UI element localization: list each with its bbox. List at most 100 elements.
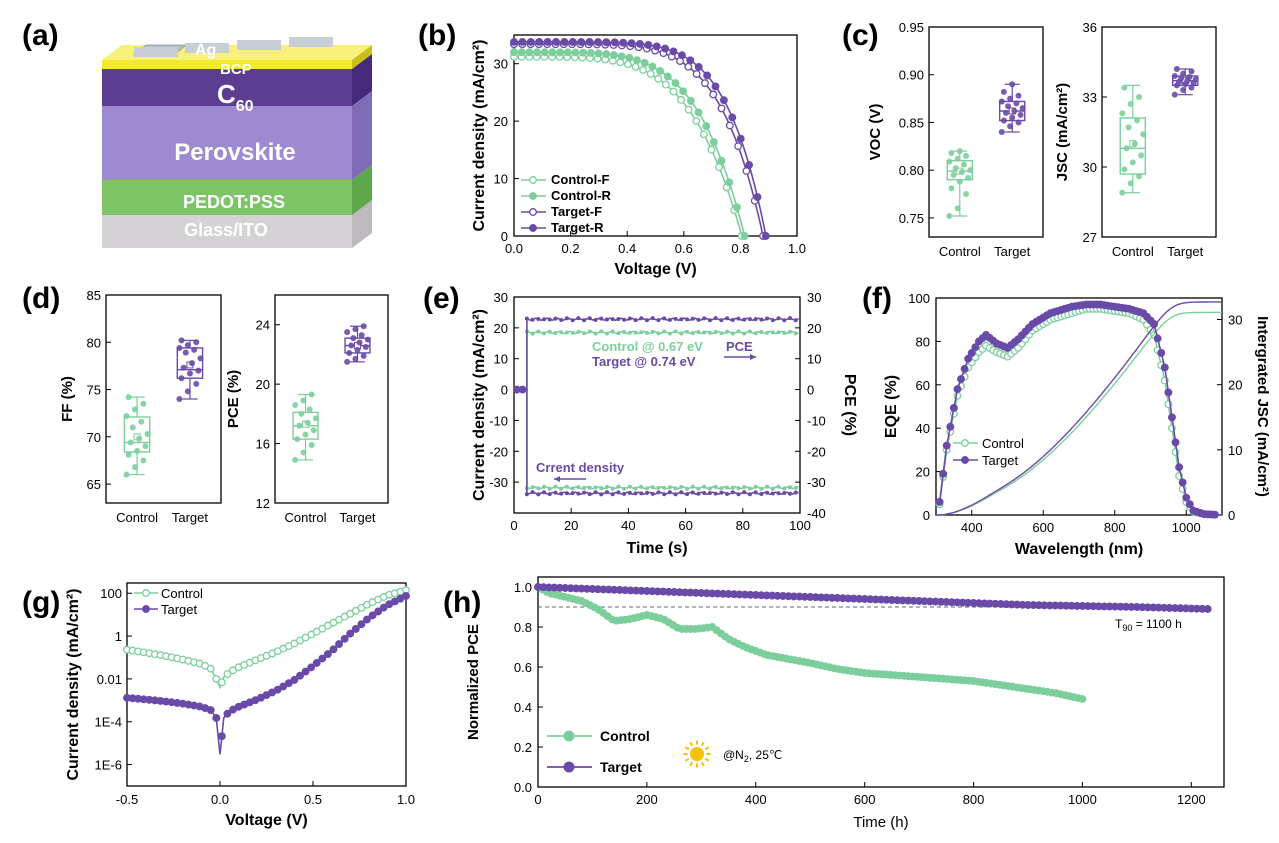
e-y2tick-label: -40: [807, 506, 826, 521]
d1-data-point: [142, 443, 149, 450]
d1-data-point: [180, 364, 187, 371]
h-series-1-point: [1203, 605, 1212, 613]
c1-ytick-label: 0.95: [899, 20, 924, 35]
layer-label-c60-main: C: [217, 79, 236, 109]
e-series-0-point: [553, 330, 558, 335]
e-series-0-point: [650, 329, 655, 334]
g-series-1-point: [379, 603, 388, 612]
e-series-0-point: [604, 331, 609, 336]
b-legend-marker: [529, 176, 537, 184]
b-series-3-point: [602, 38, 611, 47]
d2-data-point: [360, 323, 367, 330]
e-ylabel2: PCE (%): [841, 374, 858, 436]
h-xtick-label: 600: [854, 792, 876, 807]
d2-data-point: [300, 449, 307, 456]
device-stack: Ag BCP C60 Perovskite PEDOT:PSS Glass/IT…: [102, 37, 372, 248]
h-t90-sub: 90: [1122, 623, 1132, 633]
c1-data-point: [963, 191, 970, 198]
d1-data-point: [176, 344, 183, 351]
e-series-2-point: [616, 484, 621, 489]
b-series-3-point: [552, 37, 560, 46]
e-series-1-point: [656, 318, 661, 323]
c1-data-point: [1015, 119, 1022, 126]
h-ytick-label: 1.0: [514, 580, 532, 595]
e-series-2-point: [530, 485, 535, 490]
layer-bcp-side: [352, 45, 372, 69]
f-legend-label: Control: [982, 436, 1024, 451]
e-series-1-point: [787, 316, 792, 321]
d2-data-point: [348, 342, 355, 349]
d1-data-point: [123, 413, 130, 420]
b-series-0-point: [631, 62, 640, 71]
sun-icon-ray: [700, 741, 705, 747]
e-series-1-point: [633, 318, 638, 323]
c2-data-point: [1138, 152, 1145, 159]
e-series-1-point: [736, 316, 741, 321]
g-series-1-point: [290, 675, 299, 684]
e-series-0-point: [747, 329, 752, 334]
c2-data-point: [1119, 110, 1126, 117]
d2-data-point: [300, 397, 307, 404]
d2-data-point: [344, 329, 351, 336]
d2-data-point: [346, 349, 353, 356]
panel-label-f: (f): [862, 282, 892, 315]
f-series-1-point: [1153, 334, 1162, 343]
c1-data-point: [967, 167, 974, 174]
b-series-1-point: [533, 48, 542, 57]
b-legend-marker: [529, 208, 537, 216]
e-series-2-point: [730, 485, 735, 490]
e-zero-point: [518, 385, 527, 394]
f-ytick-label: 0: [923, 508, 930, 523]
b-series-1-point: [594, 49, 603, 58]
c2-data-point: [1121, 84, 1128, 91]
e-series-1-point: [667, 317, 672, 322]
e-series-0-point: [667, 331, 672, 336]
b-series-1-point: [510, 48, 518, 57]
h-xtick-label: 0: [534, 792, 541, 807]
f-series-1-point: [960, 364, 969, 373]
c2-category-label: Target: [1167, 244, 1204, 259]
e-series-1-point: [564, 316, 569, 321]
e-series-1-point: [530, 317, 535, 322]
b-xtick-label: 0.6: [675, 241, 693, 256]
e-y2tick-label: 20: [807, 321, 821, 336]
e-y2tick-label: 10: [807, 352, 821, 367]
c2-data-point: [1123, 145, 1130, 152]
e-series-1-point: [610, 317, 615, 322]
e-series-3-point: [793, 490, 798, 495]
f-series-1-point: [939, 469, 948, 478]
h-legend-marker: [563, 761, 575, 773]
e-series-3-point: [593, 490, 598, 495]
b-series-3-point: [719, 96, 728, 105]
b-series-3-point: [753, 193, 762, 202]
g-series-1-point: [329, 645, 338, 654]
e-series-0-point: [542, 331, 547, 336]
c1-data-point: [946, 158, 953, 165]
e-series-0-point: [673, 329, 678, 334]
b-series-3-point: [694, 63, 703, 71]
chart-e-frame: [513, 296, 801, 514]
e-series-0-point: [547, 329, 552, 334]
h-t90-prefix: T: [1115, 617, 1123, 631]
f-series-1-point: [1178, 478, 1187, 487]
e-series-0-point: [662, 329, 667, 334]
b-series-3-point: [677, 51, 686, 60]
e-series-0-point: [696, 330, 701, 335]
e-series-1-point: [576, 316, 581, 321]
g-series-1-point: [273, 685, 282, 694]
e-series-1-point: [719, 318, 724, 323]
d2-ytick-label: 16: [256, 437, 270, 452]
c1-data-point: [954, 205, 961, 212]
b-ytick-label: 30: [494, 57, 508, 72]
b-series-3-point: [627, 39, 636, 48]
b-series-1-point: [663, 72, 672, 81]
e-series-0-point: [582, 331, 587, 336]
e-series-2-point: [639, 484, 644, 489]
c2-data-point: [1192, 76, 1199, 83]
c2-data-point: [1171, 91, 1178, 98]
e-series-0-point: [707, 330, 712, 335]
e-series-2-point: [599, 486, 604, 491]
e-series-0-point: [753, 331, 758, 336]
b-series-1-point: [579, 48, 588, 57]
